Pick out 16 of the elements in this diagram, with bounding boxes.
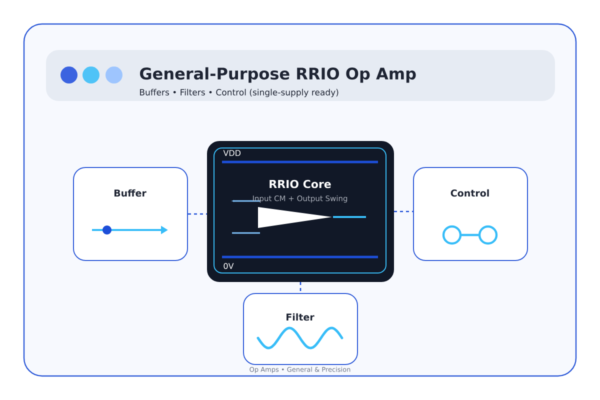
rail-label: 0V <box>224 262 234 270</box>
subtitle: Buffers • Filters • Control (single-supply ready) <box>140 88 338 98</box>
rail-label: VDD <box>223 150 241 156</box>
op-amp-core <box>207 141 394 282</box>
control-box <box>413 167 528 261</box>
core-title: RRIO Core <box>270 180 331 188</box>
box-title: Control <box>450 189 489 197</box>
title: General-Purpose RRIO Op Amp <box>140 67 416 83</box>
header-band <box>46 50 555 101</box>
filter-box <box>243 293 358 365</box>
box-title: Buffer <box>114 189 146 197</box>
connector <box>188 213 207 215</box>
box-title: Filter <box>286 313 314 321</box>
connector <box>394 210 413 212</box>
buffer-box <box>73 167 188 261</box>
connector <box>300 282 302 293</box>
